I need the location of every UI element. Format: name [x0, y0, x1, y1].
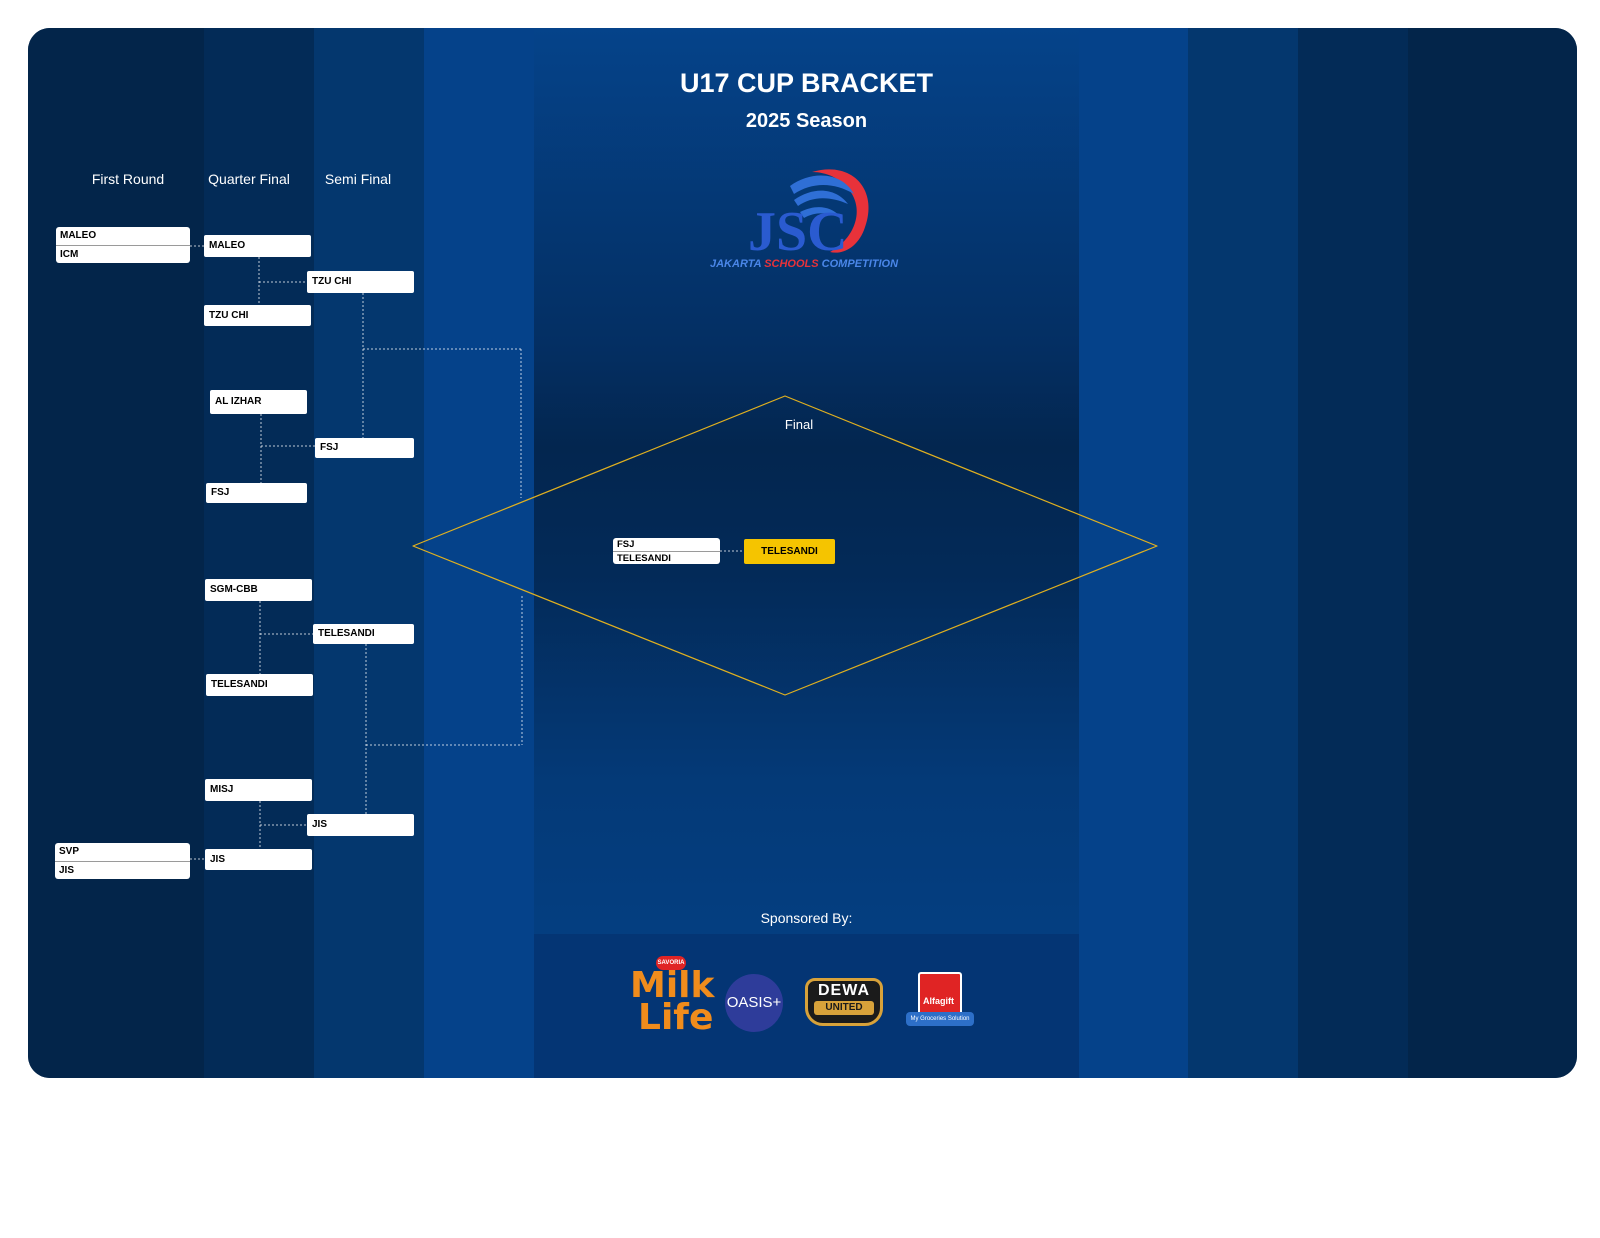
column-band [424, 28, 534, 1078]
semi-final-team[interactable]: FSJ [315, 438, 414, 458]
quarter-final-team[interactable]: SGM-CBB [205, 579, 312, 601]
team-slot: JIS [55, 861, 190, 879]
team-slot: SVP [59, 846, 80, 857]
quarter-final-team[interactable]: MISJ [205, 779, 312, 801]
column-band [1188, 28, 1298, 1078]
column-band [314, 28, 424, 1078]
round-label-first: First Round [91, 171, 165, 187]
final-diamond [412, 395, 1158, 696]
milk-brand: SAVORIA [656, 956, 686, 970]
quarter-final-team[interactable]: AL IZHAR [210, 390, 307, 414]
semi-final-team[interactable]: TELESANDI [313, 624, 414, 644]
team-slot: MALEO [60, 230, 97, 241]
semi-final-team[interactable]: JIS [307, 814, 414, 836]
quarter-final-team[interactable]: FSJ [206, 483, 307, 503]
page-title: U17 CUP BRACKET [679, 68, 934, 98]
quarter-final-team[interactable]: TELESANDI [206, 674, 313, 696]
team-slot: TELESANDI [613, 551, 720, 564]
page-subtitle: 2025 Season [745, 110, 868, 132]
milklife-logo[interactable]: SAVORIA Milk Life [624, 956, 714, 1042]
quarter-final-team[interactable]: JIS [205, 849, 312, 870]
quarter-final-team[interactable]: MALEO [204, 235, 311, 257]
round-label-final: Final [784, 417, 814, 432]
round-label-semi: Semi Final [324, 171, 392, 187]
jsc-logo: JSC JAKARTA SCHOOLS COMPETITION [710, 169, 899, 270]
column-band [1079, 28, 1188, 1078]
champion-badge[interactable]: TELESANDI [744, 539, 835, 564]
team-slot: ICM [56, 245, 190, 263]
column-band [204, 28, 314, 1078]
column-band [28, 28, 204, 1078]
milk-word: Life [638, 997, 714, 1038]
oasis-logo[interactable]: OASIS+ [725, 974, 783, 1032]
first-round-match[interactable]: SVP JIS [55, 843, 190, 879]
logo-tagline: JAKARTA SCHOOLS COMPETITION [710, 258, 899, 270]
gift-icon: Alfagift [918, 972, 962, 1016]
sponsor-label: Sponsored By: [760, 910, 853, 926]
sponsor-panel: SAVORIA Milk Life OASIS+ DEWA UNITED Alf… [534, 934, 1079, 1078]
dewa-united-logo[interactable]: DEWA UNITED [805, 978, 883, 1026]
first-round-match[interactable]: MALEO ICM [56, 227, 190, 263]
column-band [1298, 28, 1408, 1078]
logo-letters: JSC [748, 201, 848, 263]
round-label-quarter: Quarter Final [208, 171, 290, 187]
semi-final-team[interactable]: TZU CHI [307, 271, 414, 293]
alfagift-tagline: My Groceries Solution [906, 1012, 974, 1026]
bracket-board: U17 CUP BRACKET 2025 Season JSC JAKARTA … [28, 28, 1577, 1078]
quarter-final-team[interactable]: TZU CHI [204, 305, 311, 326]
team-slot: FSJ [617, 539, 635, 550]
final-match[interactable]: FSJ TELESANDI [613, 538, 720, 564]
alfagift-logo[interactable]: Alfagift My Groceries Solution [906, 972, 976, 1030]
column-band [1408, 28, 1577, 1078]
bracket-connectors [190, 245, 1158, 860]
milk-word: Milk [630, 965, 715, 1006]
